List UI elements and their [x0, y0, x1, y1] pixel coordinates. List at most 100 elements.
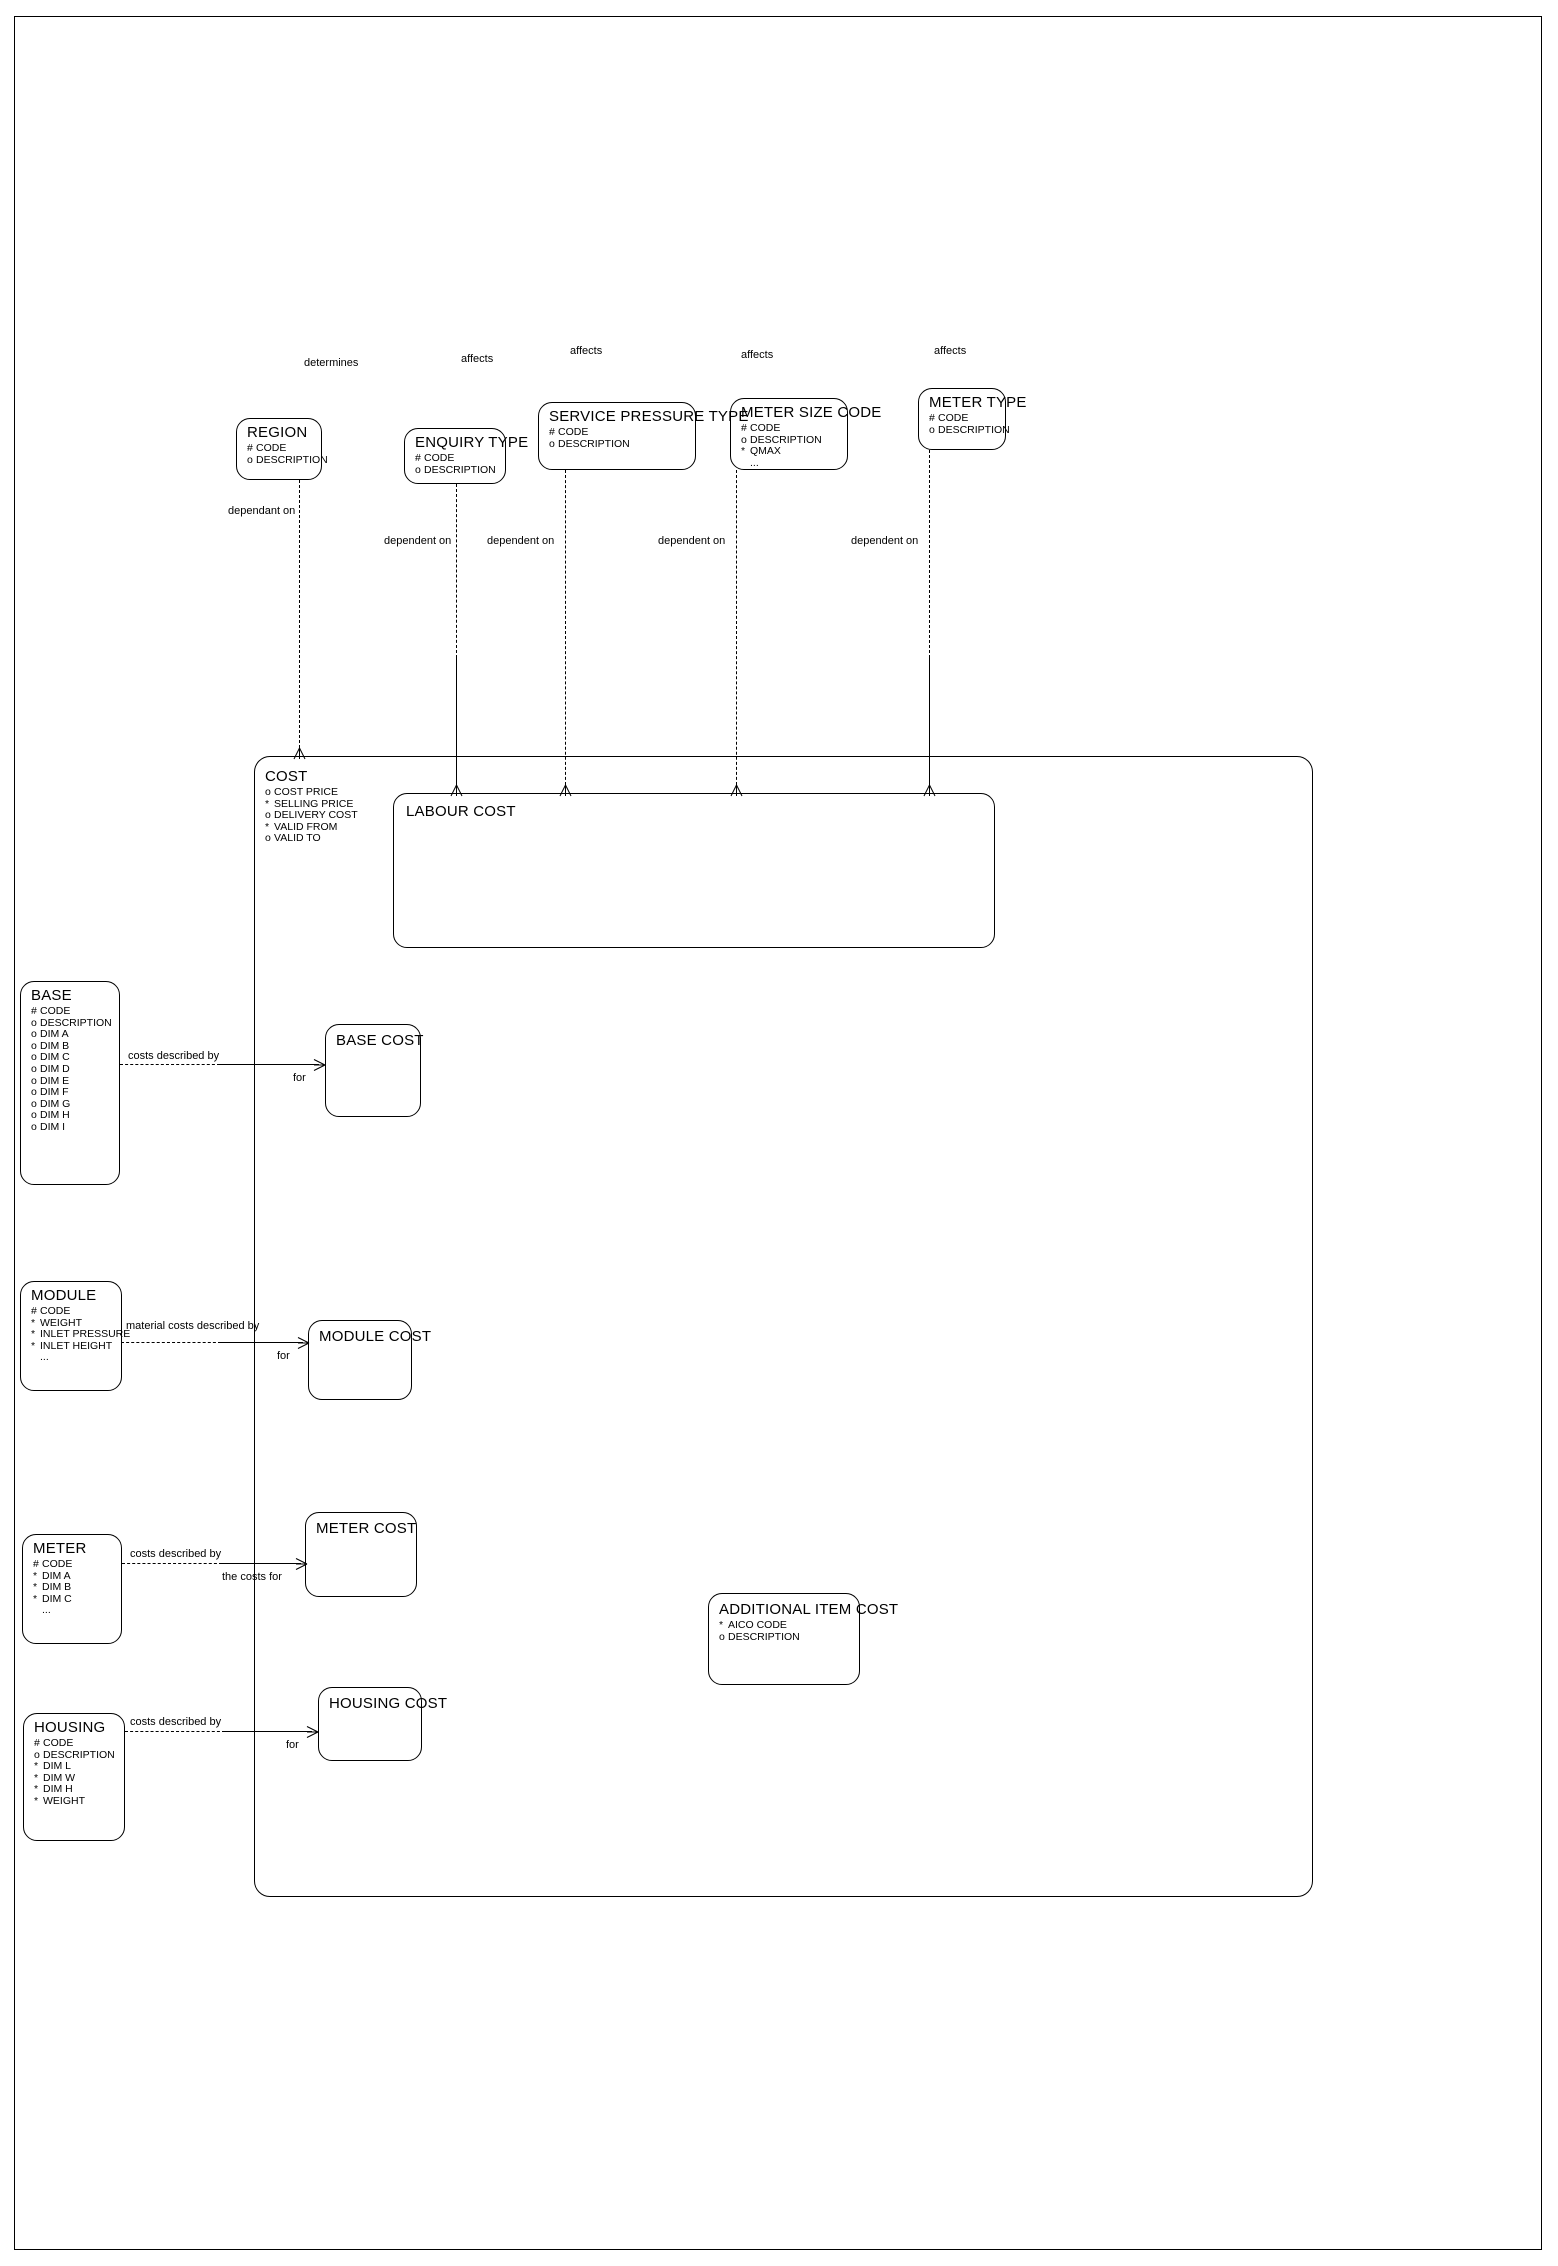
attribute-marker: *	[34, 1794, 39, 1807]
attribute-label: INLET HEIGHT	[40, 1339, 113, 1352]
attribute-label: VALID FROM	[274, 820, 338, 833]
crowsfoot-meter-cost	[295, 1556, 308, 1572]
entity-meter[interactable]: METER #CODE *DIM A *DIM B *DIM C ...	[22, 1534, 122, 1644]
page-border	[14, 16, 1542, 2250]
attribute-marker: *	[33, 1581, 38, 1594]
entity-base-cost-name: BASE COST	[336, 1032, 424, 1049]
attribute-marker: o	[247, 453, 253, 466]
attribute-marker: o	[31, 1097, 37, 1110]
connector-enquiry-dashed	[456, 484, 457, 658]
attribute-marker: *	[265, 820, 270, 833]
entity-module-cost[interactable]: MODULE COST	[308, 1320, 431, 1400]
connector-housing-solid	[224, 1731, 312, 1732]
attribute-label: DIM C	[42, 1592, 72, 1605]
attribute-label: DIM L	[43, 1760, 72, 1773]
entity-module[interactable]: MODULE #CODE *WEIGHT *INLET PRESSURE *IN…	[20, 1281, 130, 1391]
attribute-label: CODE	[750, 422, 781, 434]
entity-base-cost[interactable]: BASE COST	[325, 1024, 424, 1117]
attribute-marker: *	[34, 1760, 39, 1773]
connector-region-to-cost	[299, 480, 300, 753]
attribute-label: DIM F	[40, 1086, 69, 1099]
attribute-label: DESCRIPTION	[728, 1630, 800, 1643]
relationship-label-housing-costs-described-by: costs described by	[130, 1716, 222, 1728]
attribute-row: *DIM W	[34, 1771, 114, 1785]
connector-module-dashed	[121, 1342, 221, 1343]
attribute-marker: *	[31, 1328, 36, 1341]
attribute-marker: o	[31, 1109, 37, 1122]
attribute-marker: #	[415, 452, 421, 464]
entity-housing-cost-name: HOUSING COST	[329, 1695, 448, 1712]
connector-base-dashed	[120, 1064, 220, 1065]
attribute-label: INLET PRESSURE	[40, 1328, 131, 1341]
entity-meter-attributes: #CODE *DIM A *DIM B *DIM C ...	[33, 1558, 111, 1617]
attribute-marker: #	[247, 442, 253, 454]
crowsfoot-region-cost	[292, 747, 308, 760]
attribute-label: DIM W	[43, 1771, 76, 1784]
entity-labour-cost[interactable]: LABOUR COST	[393, 793, 995, 948]
attribute-row: *WEIGHT	[31, 1317, 111, 1330]
relationship-label-module-for: for	[277, 1350, 290, 1362]
relationship-label-base-costs-described-by: costs described by	[128, 1050, 220, 1062]
attribute-marker: o	[31, 1074, 37, 1087]
attribute-marker: o	[31, 1086, 37, 1099]
attribute-label: DESCRIPTION	[558, 437, 630, 450]
relationship-label-module-costs-described-by: material costs described by	[126, 1320, 260, 1332]
attribute-label: CODE	[43, 1737, 74, 1749]
attribute-label: CODE	[40, 1305, 71, 1317]
attribute-label: DIM H	[43, 1783, 73, 1796]
crowsfoot-service-labour	[558, 784, 574, 797]
attribute-marker: o	[265, 809, 271, 822]
attribute-label: DIM A	[42, 1569, 71, 1582]
attribute-marker: #	[31, 1305, 37, 1317]
attribute-marker: *	[265, 797, 270, 810]
connector-mtrtype-dashed	[929, 450, 930, 658]
attribute-marker: o	[929, 423, 935, 436]
attribute-marker: o	[741, 433, 747, 446]
attribute-marker: o	[719, 1630, 725, 1643]
entity-cost-name: COST	[265, 768, 308, 785]
crowsfoot-mtrsize-labour	[729, 784, 745, 797]
attribute-row: *DIM A	[33, 1569, 111, 1583]
attribute-label: SELLING PRICE	[274, 797, 354, 810]
entity-meter-cost[interactable]: METER COST	[305, 1512, 417, 1597]
attribute-row: #CODE	[929, 412, 995, 425]
relationship-label-dependent-on-4: dependent on	[851, 535, 919, 547]
entity-housing-cost[interactable]: HOUSING COST	[318, 1687, 448, 1761]
attribute-marker: o	[415, 463, 421, 476]
attribute-row: #CODE	[415, 452, 495, 465]
attribute-label: DIM D	[40, 1062, 70, 1075]
attribute-row: #CODE	[31, 1305, 111, 1318]
attribute-label: DIM B	[40, 1039, 70, 1052]
attribute-row: * DIM L	[34, 1760, 114, 1773]
attribute-label: DESCRIPTION	[750, 433, 822, 446]
attribute-row: *DIM B	[33, 1581, 111, 1594]
attribute-marker: o	[31, 1051, 37, 1064]
entity-housing-name: HOUSING	[34, 1719, 106, 1736]
attribute-label: DESCRIPTION	[40, 1016, 112, 1029]
entity-module-name: MODULE	[31, 1287, 97, 1304]
attribute-label: DESCRIPTION	[256, 453, 328, 466]
attribute-label: DIM H	[40, 1109, 70, 1122]
